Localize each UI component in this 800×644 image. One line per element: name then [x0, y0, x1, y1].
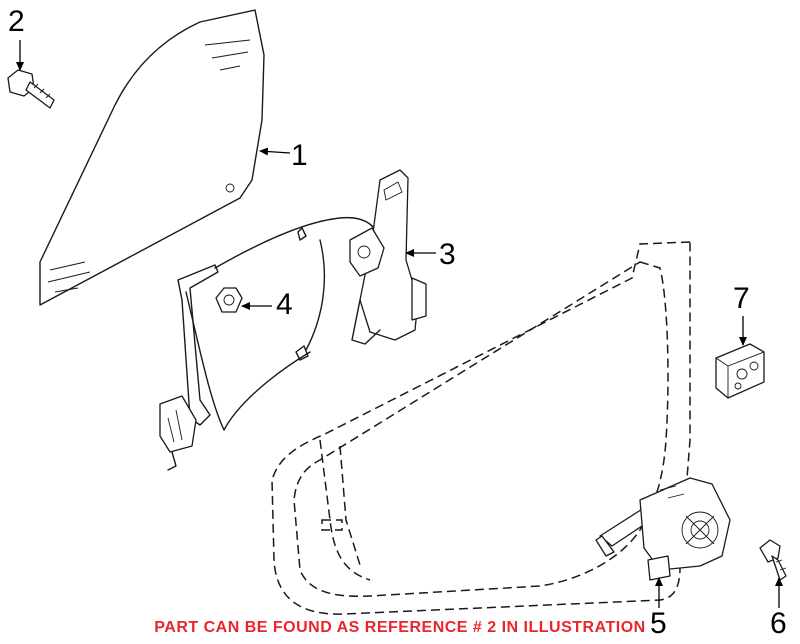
callout-6-label: 6 [770, 607, 787, 640]
regulator-motor [595, 477, 731, 581]
glass-bolt [7, 69, 55, 109]
callout-1-arrow [259, 147, 291, 156]
callout-3-label: 3 [439, 238, 456, 271]
callout-5-label: 5 [650, 607, 667, 640]
callout-2-label: 2 [8, 5, 25, 38]
reference-note: PART CAN BE FOUND AS REFERENCE # 2 IN IL… [154, 619, 646, 636]
callout-4-label: 4 [276, 288, 293, 321]
window-regulator [159, 169, 427, 471]
regulator-nut [215, 287, 243, 313]
callout-7-label: 7 [733, 282, 750, 315]
callout-1-label: 1 [291, 139, 308, 172]
motor-screw [759, 539, 787, 581]
window-glass [39, 9, 265, 306]
window-switch [715, 343, 765, 399]
door-shell-outline [271, 241, 691, 615]
